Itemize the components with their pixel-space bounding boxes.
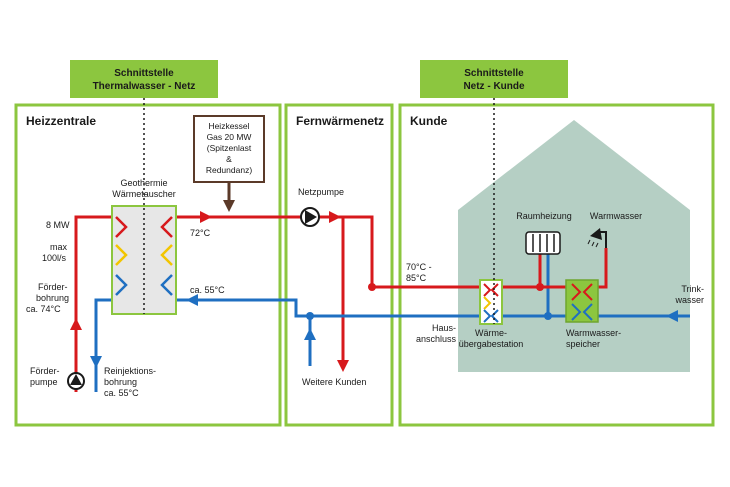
heat-transfer-station <box>479 279 503 325</box>
panel-title-fernwaermenetz: Fernwärmenetz <box>296 114 384 128</box>
label-foerderpumpe-1: Förder- <box>30 366 60 376</box>
label-warmwasser: Warmwasser <box>590 211 642 221</box>
label-warmwasserspeicher-2: speicher <box>566 339 600 349</box>
label-reinjektion-2: bohrung <box>104 377 137 387</box>
interface-customer-line1: Schnittstelle <box>464 68 524 79</box>
label-geothermie-1: Geothermie <box>120 178 167 188</box>
label-hausanschluss-1: Haus- <box>432 323 456 333</box>
interface-thermal-line1: Schnittstelle <box>114 68 174 79</box>
label-foerderbohrung-3: ca. 74°C <box>26 304 61 314</box>
shower-icon <box>587 228 607 248</box>
label-mw: 8 MW <box>46 220 70 230</box>
boiler-line4: & <box>226 154 232 164</box>
network-return-pipe <box>236 298 548 318</box>
label-temp-customer-1: 70°C - <box>406 262 432 272</box>
boiler-box: Heizkessel Gas 20 MW (Spitzenlast & Redu… <box>193 115 265 183</box>
label-foerderpumpe-2: pumpe <box>30 377 58 387</box>
interface-thermal-line2: Thermalwasser - Netz <box>93 81 196 92</box>
radiator-icon <box>525 231 561 255</box>
panel-fernwaermenetz <box>284 103 394 427</box>
hot-water-storage <box>565 279 599 323</box>
label-waermeuebergabe-1: Wärme- <box>475 328 507 338</box>
junction-return <box>306 312 314 320</box>
panel-heizzentrale <box>14 103 282 427</box>
label-temp-return: ca. 55°C <box>190 285 225 295</box>
label-temp-supply: 72°C <box>190 228 211 238</box>
network-supply-pipe <box>176 215 540 289</box>
label-weitere-kunden: Weitere Kunden <box>302 377 366 387</box>
label-trinkwasser-2: wasser <box>674 295 704 305</box>
network-pump-icon <box>300 207 320 227</box>
label-foerderbohrung-1: Förder- <box>38 282 68 292</box>
house-shape <box>458 120 690 372</box>
hot-water-pipe <box>598 248 608 289</box>
label-geothermie-2: Wärmetauscher <box>112 189 176 199</box>
boiler-line3: (Spitzenlast <box>207 143 252 153</box>
panel-kunde <box>398 103 715 427</box>
interface-label-thermal: Schnittstelle Thermalwasser - Netz <box>70 60 218 98</box>
boiler-line5: Redundanz) <box>206 165 252 175</box>
label-foerderbohrung-2: bohrung <box>36 293 69 303</box>
panel-title-heizzentrale: Heizzentrale <box>26 114 96 128</box>
interface-customer-line2: Netz - Kunde <box>463 81 525 92</box>
label-flow-1: max <box>50 242 68 252</box>
label-temp-customer-2: 85°C <box>406 273 427 283</box>
label-reinjektion-3: ca. 55°C <box>104 388 139 398</box>
production-pump-icon <box>67 372 85 390</box>
label-flow-2: 100l/s <box>42 253 67 263</box>
boiler-line2: Gas 20 MW <box>207 132 252 142</box>
junction-supply <box>368 283 376 291</box>
label-reinjektion-1: Reinjektions- <box>104 366 156 376</box>
label-warmwasserspeicher-1: Warmwasser- <box>566 328 621 338</box>
label-netzpumpe: Netzpumpe <box>298 187 344 197</box>
panel-title-kunde: Kunde <box>410 114 448 128</box>
interface-label-customer: Schnittstelle Netz - Kunde <box>420 60 568 98</box>
label-trinkwasser-1: Trink- <box>681 284 704 294</box>
label-raumheizung: Raumheizung <box>516 211 572 221</box>
boiler-line1: Heizkessel <box>208 121 249 131</box>
label-hausanschluss-2: anschluss <box>416 334 457 344</box>
label-waermeuebergabe-2: übergabestation <box>459 339 524 349</box>
